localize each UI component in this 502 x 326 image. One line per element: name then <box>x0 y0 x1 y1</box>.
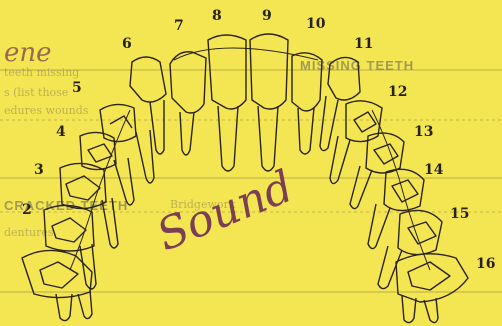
tooth-9 <box>250 34 288 171</box>
tooth-8 <box>208 35 246 171</box>
tooth-number-3: 3 <box>34 162 44 178</box>
tooth-1 <box>22 250 92 320</box>
tooth-number-13: 13 <box>414 124 433 140</box>
tooth-number-11: 11 <box>354 36 373 52</box>
tooth-6 <box>130 57 166 154</box>
tooth-number-9: 9 <box>262 8 272 24</box>
tooth-number-15: 15 <box>450 206 469 222</box>
tooth-number-7: 7 <box>174 18 184 34</box>
tooth-2 <box>44 205 96 289</box>
tooth-number-8: 8 <box>212 8 222 24</box>
tooth-10 <box>292 53 322 154</box>
tooth-16 <box>396 254 468 323</box>
tooth-11 <box>320 57 360 150</box>
tooth-number-10: 10 <box>306 16 325 32</box>
tooth-14 <box>368 169 424 248</box>
tooth-4 <box>80 132 134 205</box>
tooth-number-5: 5 <box>72 80 82 96</box>
tooth-7 <box>170 52 206 155</box>
tooth-13 <box>350 133 404 208</box>
tooth-number-6: 6 <box>122 36 132 52</box>
tooth-number-2: 2 <box>22 202 32 218</box>
tooth-number-4: 4 <box>56 124 66 140</box>
tooth-number-16: 16 <box>476 256 495 272</box>
tooth-number-14: 14 <box>424 162 443 178</box>
tooth-number-12: 12 <box>388 84 407 100</box>
